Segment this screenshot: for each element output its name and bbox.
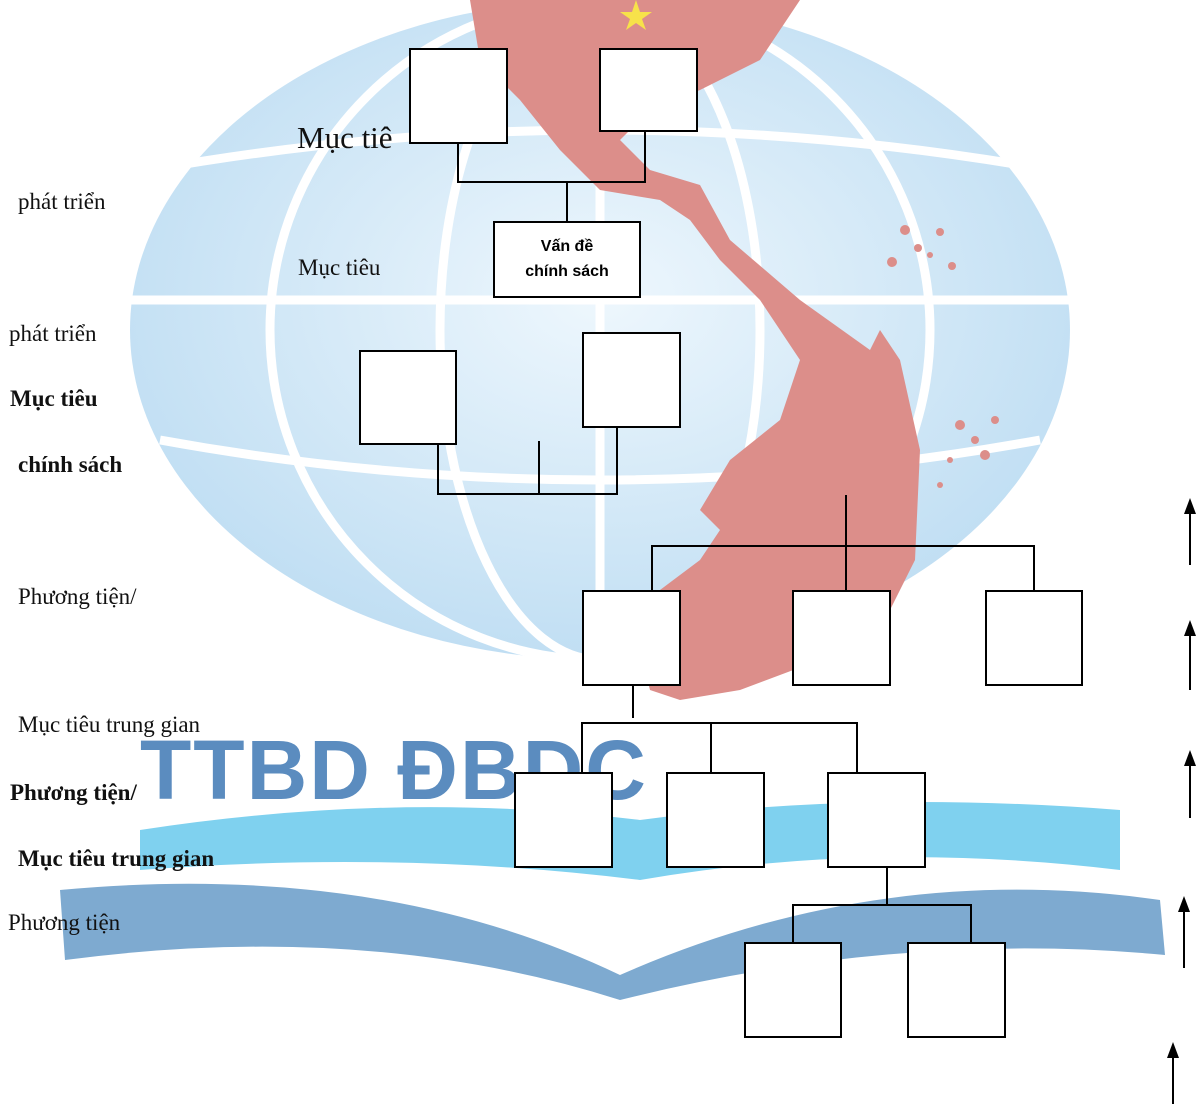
label-muc-tieu-top: Mục tiê xyxy=(297,120,393,155)
label-phat-trien-1: phát triển xyxy=(18,189,106,214)
label-muc-tieu-trung-gian-1: Mục tiêu trung gian xyxy=(18,712,201,737)
label-phuong-tien-plain: Phương tiện xyxy=(8,910,121,935)
intermediate-box-2 xyxy=(666,772,765,868)
means-box-3 xyxy=(985,590,1083,686)
label-muc-tieu-bold: Mục tiêu xyxy=(10,386,98,411)
means-box-2 xyxy=(792,590,891,686)
top-left-box xyxy=(409,48,508,144)
bottom-box-2 xyxy=(907,942,1006,1038)
label-phuong-tien-1: Phương tiện/ xyxy=(18,584,137,609)
arrow-up-icon xyxy=(1184,498,1196,514)
top-right-box xyxy=(599,48,698,132)
goal-left-box xyxy=(359,350,457,445)
label-muc-tieu-trung-gian-bold: Mục tiêu trung gian xyxy=(18,846,215,871)
arrow-up-icon xyxy=(1184,750,1196,766)
arrow-up-icon xyxy=(1178,896,1190,912)
means-box-1 xyxy=(582,590,681,686)
label-phat-trien-2: phát triển xyxy=(9,321,97,346)
arrow-up-icon xyxy=(1184,620,1196,636)
goal-right-box xyxy=(582,332,681,428)
label-phuong-tien-bold: Phương tiện/ xyxy=(10,780,137,805)
policy-issue-line-2: chính sách xyxy=(525,262,609,280)
arrow-up-icon xyxy=(1167,1042,1179,1058)
intermediate-box-1 xyxy=(514,772,613,868)
label-chinh-sach-bold: chính sách xyxy=(18,452,123,477)
policy-issue-box: Vấn đề chính sách xyxy=(493,221,641,298)
intermediate-box-3 xyxy=(827,772,926,868)
bottom-box-1 xyxy=(744,942,842,1038)
policy-issue-line-1: Vấn đề xyxy=(540,237,594,255)
label-muc-tieu-2: Mục tiêu xyxy=(298,255,381,280)
vietnam-map-graphic xyxy=(470,0,999,700)
star-icon xyxy=(620,0,652,30)
